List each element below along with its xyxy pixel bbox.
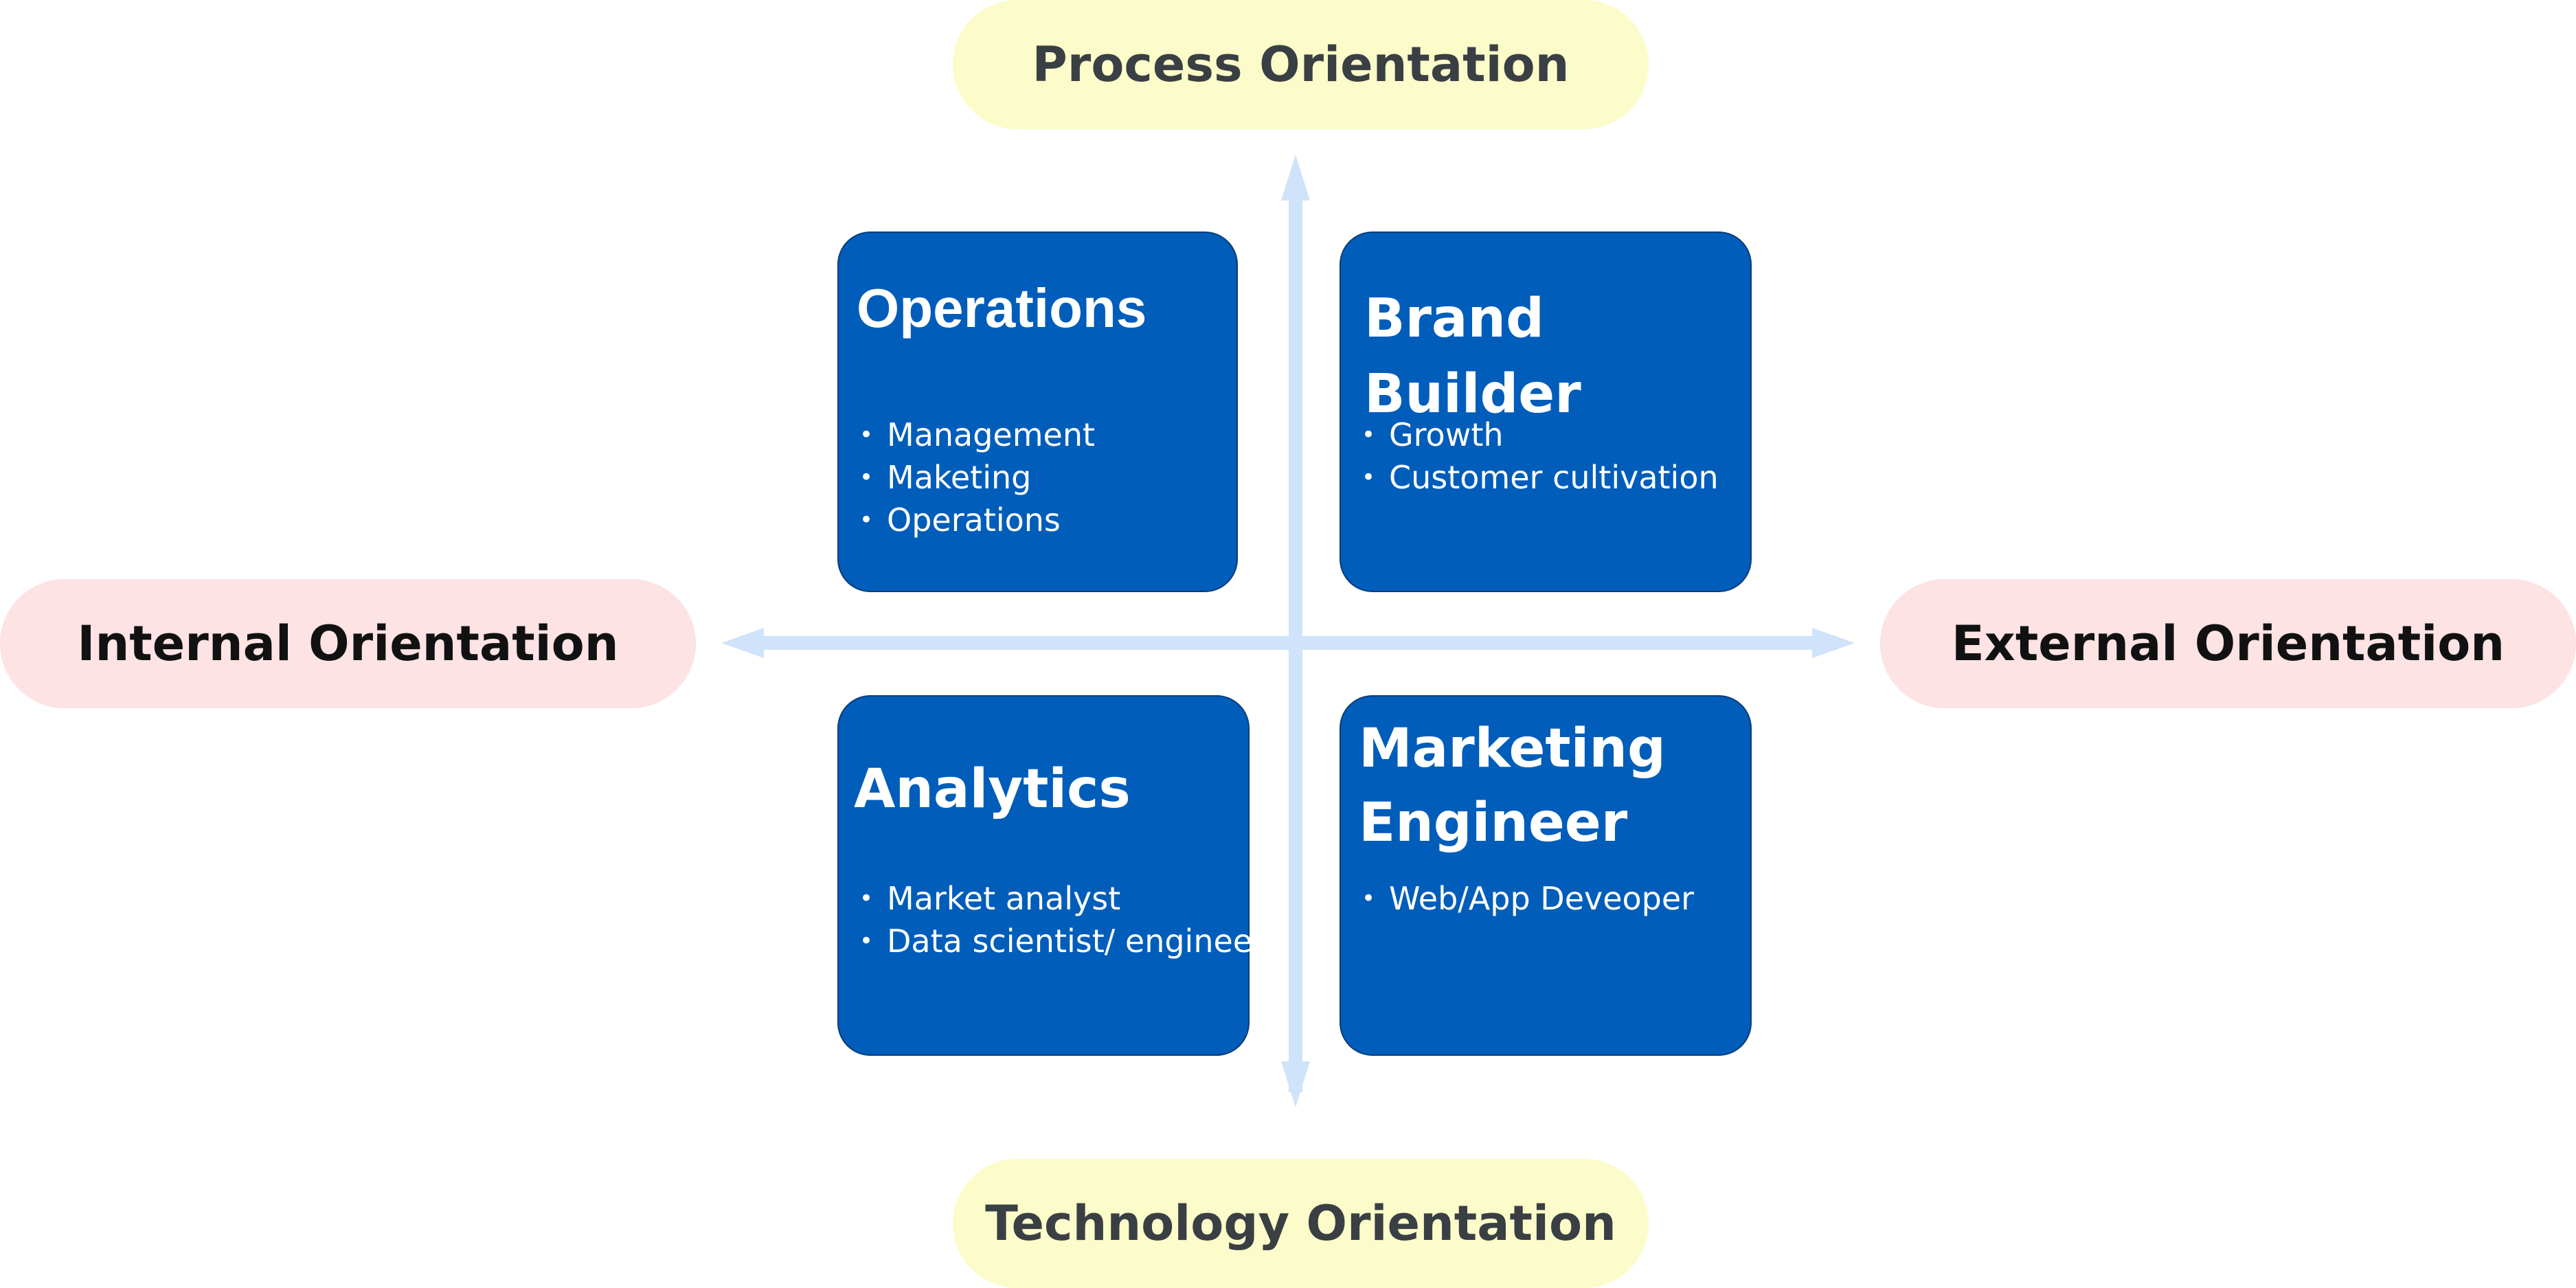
horizontal-axis-line	[752, 636, 1838, 650]
process-orientation-label: Process Orientation	[953, 0, 1649, 129]
list-item: •Growth	[1359, 414, 1743, 456]
bullet-icon: •	[859, 885, 874, 912]
technology-orientation-label: Technology Orientation	[953, 1159, 1649, 1288]
operations-card: Operations •Management •Maketing •Operat…	[837, 231, 1238, 592]
card-item-list: •Market analyst •Data scientist/ enginee…	[857, 877, 1265, 962]
bullet-icon: •	[1362, 885, 1376, 912]
list-item: •Operations	[857, 499, 1230, 541]
list-item: •Market analyst	[857, 877, 1241, 920]
down-arrowhead-icon	[1281, 1061, 1310, 1107]
list-item: •Management	[857, 414, 1230, 456]
card-title: Brand Builder	[1364, 288, 1581, 425]
list-item: •Maketing	[857, 456, 1230, 499]
list-item: •Data scientist/ engineer	[857, 920, 1265, 962]
bullet-icon: •	[859, 421, 874, 449]
card-title: Analytics	[854, 758, 1131, 820]
bullet-icon: •	[1362, 421, 1376, 449]
internal-orientation-label: Internal Orientation	[0, 579, 696, 708]
card-title: Marketing Engineer	[1359, 718, 1666, 854]
bullet-icon: •	[1362, 464, 1376, 491]
external-orientation-label: External Orientation	[1880, 579, 2576, 708]
bullet-icon: •	[859, 506, 874, 534]
card-item-list: •Management •Maketing •Operations	[857, 414, 1230, 541]
card-title: Operations	[857, 278, 1147, 339]
bullet-icon: •	[859, 927, 874, 955]
card-item-list: •Growth •Customer cultivation	[1359, 414, 1743, 499]
right-arrowhead-icon	[1812, 628, 1855, 658]
brand-builder-card: Brand Builder •Growth •Customer cultivat…	[1340, 231, 1752, 592]
bullet-icon: •	[859, 464, 874, 491]
left-arrowhead-icon	[721, 628, 764, 658]
analytics-card: Analytics •Market analyst •Data scientis…	[837, 695, 1265, 1056]
list-item: •Customer cultivation	[1359, 456, 1743, 499]
list-item: •Web/App Deveoper	[1359, 877, 1743, 920]
up-arrowhead-icon	[1281, 155, 1310, 201]
marketing-engineer-card: Marketing Engineer •Web/App Deveoper	[1340, 695, 1752, 1056]
card-item-list: •Web/App Deveoper	[1359, 877, 1743, 920]
